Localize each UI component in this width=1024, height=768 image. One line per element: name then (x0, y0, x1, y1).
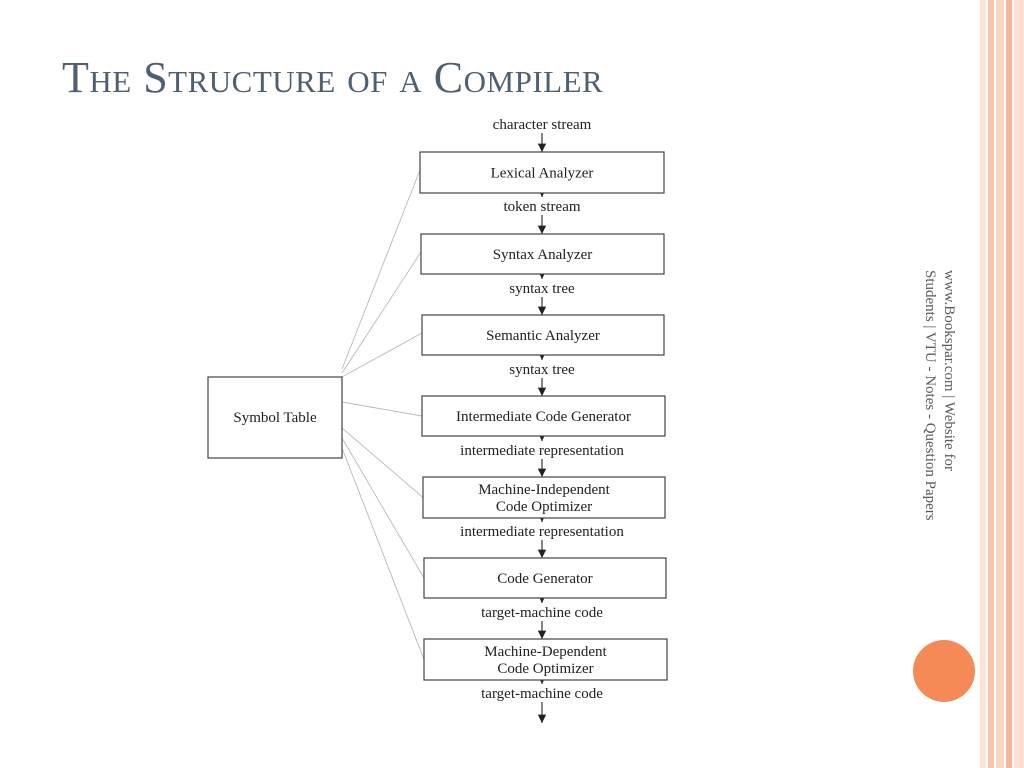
phase-label: Code Optimizer (496, 499, 592, 515)
symbol-table-box (207, 376, 343, 459)
phase-label: Syntax Analyzer (493, 247, 593, 263)
symbol-table-node: Symbol Table (207, 376, 343, 459)
phase-box (423, 557, 667, 599)
phase-label: Code Optimizer (497, 661, 593, 677)
phase-label: Code Generator (497, 571, 592, 587)
flow-label-output: syntax tree (509, 362, 575, 378)
flow-label-output: intermediate representation (460, 524, 624, 540)
flow-labels: character stream token stream syntax tree s… (460, 117, 624, 702)
phase-box (422, 476, 666, 519)
decorative-stripe (988, 0, 994, 768)
symbol-table-connector (341, 437, 425, 579)
phase-box (421, 314, 665, 356)
phase-label: Lexical Analyzer (491, 166, 594, 182)
decorative-stripe (1014, 0, 1024, 768)
phase-label: Semantic Analyzer (486, 328, 600, 344)
slide-title: The Structure of a Compiler (62, 53, 604, 102)
phase-box (420, 233, 665, 275)
flow-label-output: target-machine code (481, 686, 603, 702)
decorative-stripe (980, 0, 986, 768)
symbol-table-connector (341, 427, 424, 498)
flow-label-output: syntax tree (509, 281, 575, 297)
flow-label-output: token stream (503, 199, 580, 215)
symbol-table-label: Symbol Table (233, 410, 317, 426)
flow-label-output: intermediate representation (460, 443, 624, 459)
phase-label: Machine-Dependent (484, 644, 607, 660)
phase-label: Machine-Independent (478, 482, 610, 498)
phase-box (421, 395, 666, 437)
symbol-table-connector (341, 251, 422, 374)
symbol-table-connector (341, 169, 421, 370)
phase-box (419, 151, 665, 194)
symbol-table-connector (341, 332, 423, 378)
flow-label-output: target-machine code (481, 605, 603, 621)
phase-box (423, 638, 668, 681)
decorative-stripe (1006, 0, 1012, 768)
flow-label-input: character stream (493, 117, 592, 133)
phase-label: Intermediate Code Generator (456, 409, 631, 425)
symbol-table-connector (341, 401, 423, 417)
symbol-table-connectors (341, 169, 425, 660)
decorative-stripe (996, 0, 1004, 768)
orange-dot-decoration (913, 640, 975, 702)
symbol-table-connector (341, 447, 425, 660)
